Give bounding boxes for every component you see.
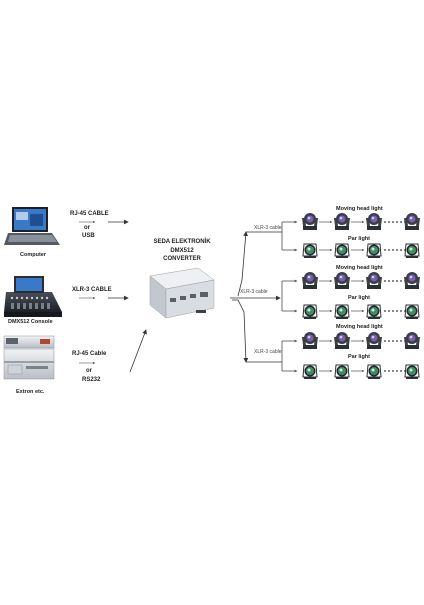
- cable-symbols: [79, 220, 96, 365]
- extron-cable-line3: RS232: [82, 377, 101, 383]
- chain-dot: [400, 340, 402, 342]
- branch1-cable-label: XLR-3 cable: [254, 225, 282, 231]
- par-light-icon: [366, 364, 382, 379]
- computer-icon: [4, 207, 60, 245]
- moving-head-light-icon: [366, 272, 382, 289]
- chain-dot: [400, 249, 402, 251]
- chain-dot: [392, 340, 394, 342]
- par-light-icon: [366, 304, 382, 319]
- converter-device-icon: [149, 267, 215, 319]
- chain-dot: [396, 310, 398, 312]
- par-light-icon: [334, 364, 350, 379]
- console-label: DMX512 Console: [8, 319, 53, 325]
- branch2-par-label: Par light: [348, 295, 371, 301]
- chain-dot: [384, 249, 386, 251]
- chain-dot: [392, 249, 394, 251]
- converter-line2: DMX512: [170, 248, 194, 254]
- branch2-cable-label: XLR-3 cable: [240, 289, 268, 295]
- converter-line3: CONVERTER: [163, 256, 201, 262]
- chain-dot: [388, 310, 390, 312]
- chain-dot: [396, 280, 398, 282]
- par-light-icon: [334, 243, 350, 258]
- par-light-icon: [404, 304, 420, 319]
- moving-head-light-icon: [404, 213, 420, 230]
- chain-dot: [384, 310, 386, 312]
- chain-dot: [388, 370, 390, 372]
- chain-dot: [384, 280, 386, 282]
- chain-dot: [396, 370, 398, 372]
- chain-dot: [400, 310, 402, 312]
- moving-head-light-icon: [404, 272, 420, 289]
- chain-dot: [384, 340, 386, 342]
- chain-dot: [396, 221, 398, 223]
- moving-head-light-icon: [302, 332, 318, 349]
- par-light-icon: [404, 364, 420, 379]
- moving-head-light-icon: [334, 213, 350, 230]
- branch3-cable-label: XLR-3 cable: [254, 349, 282, 355]
- moving-head-light-icon: [404, 332, 420, 349]
- console-cable-line1: XLR-3 CABLE: [72, 287, 112, 293]
- chain-dot: [396, 340, 398, 342]
- chain-dot: [388, 340, 390, 342]
- chain-dot: [396, 249, 398, 251]
- moving-head-light-icon: [302, 272, 318, 289]
- source-arrows: [108, 219, 147, 373]
- extron-cable-line2: or: [86, 368, 92, 374]
- chain-dot: [400, 280, 402, 282]
- converter-line1: SEDA ELEKTRONİK: [153, 239, 211, 245]
- branch3-par-label: Par light: [348, 354, 371, 360]
- branch2-moving-label: Moving head light: [336, 265, 383, 271]
- chain-dot: [388, 249, 390, 251]
- par-light-icon: [404, 243, 420, 258]
- extron-cable-line1: RJ-45 Cable: [72, 351, 107, 357]
- branch3-moving-label: Moving head light: [336, 324, 383, 330]
- chain-dot: [392, 370, 394, 372]
- moving-head-light-icon: [302, 213, 318, 230]
- chain-dot: [400, 221, 402, 223]
- chain-dot: [392, 221, 394, 223]
- moving-head-light-icon: [334, 272, 350, 289]
- branch1-moving-label: Moving head light: [336, 206, 383, 212]
- computer-cable-line2: or: [84, 225, 90, 231]
- computer-cable-line1: RJ-45 CABLE: [70, 211, 109, 217]
- fixtures-group: [281, 213, 420, 379]
- par-light-icon: [302, 243, 318, 258]
- moving-head-light-icon: [334, 332, 350, 349]
- chain-dot: [388, 280, 390, 282]
- chain-dot: [400, 370, 402, 372]
- chain-dot: [388, 221, 390, 223]
- par-light-icon: [334, 304, 350, 319]
- extron-device-icon: [3, 335, 55, 380]
- chain-dot: [384, 370, 386, 372]
- dmx-console-icon: [4, 276, 62, 317]
- computer-cable-line3: USB: [82, 233, 95, 239]
- par-light-icon: [366, 243, 382, 258]
- chain-dot: [384, 221, 386, 223]
- moving-head-light-icon: [366, 332, 382, 349]
- moving-head-light-icon: [366, 213, 382, 230]
- output-arrows: [230, 231, 282, 363]
- computer-label: Computer: [20, 252, 46, 258]
- chain-dot: [392, 310, 394, 312]
- branch1-par-label: Par light: [348, 236, 371, 242]
- extron-label: Extron etc.: [16, 389, 45, 395]
- par-light-icon: [302, 364, 318, 379]
- chain-dot: [392, 280, 394, 282]
- par-light-icon: [302, 304, 318, 319]
